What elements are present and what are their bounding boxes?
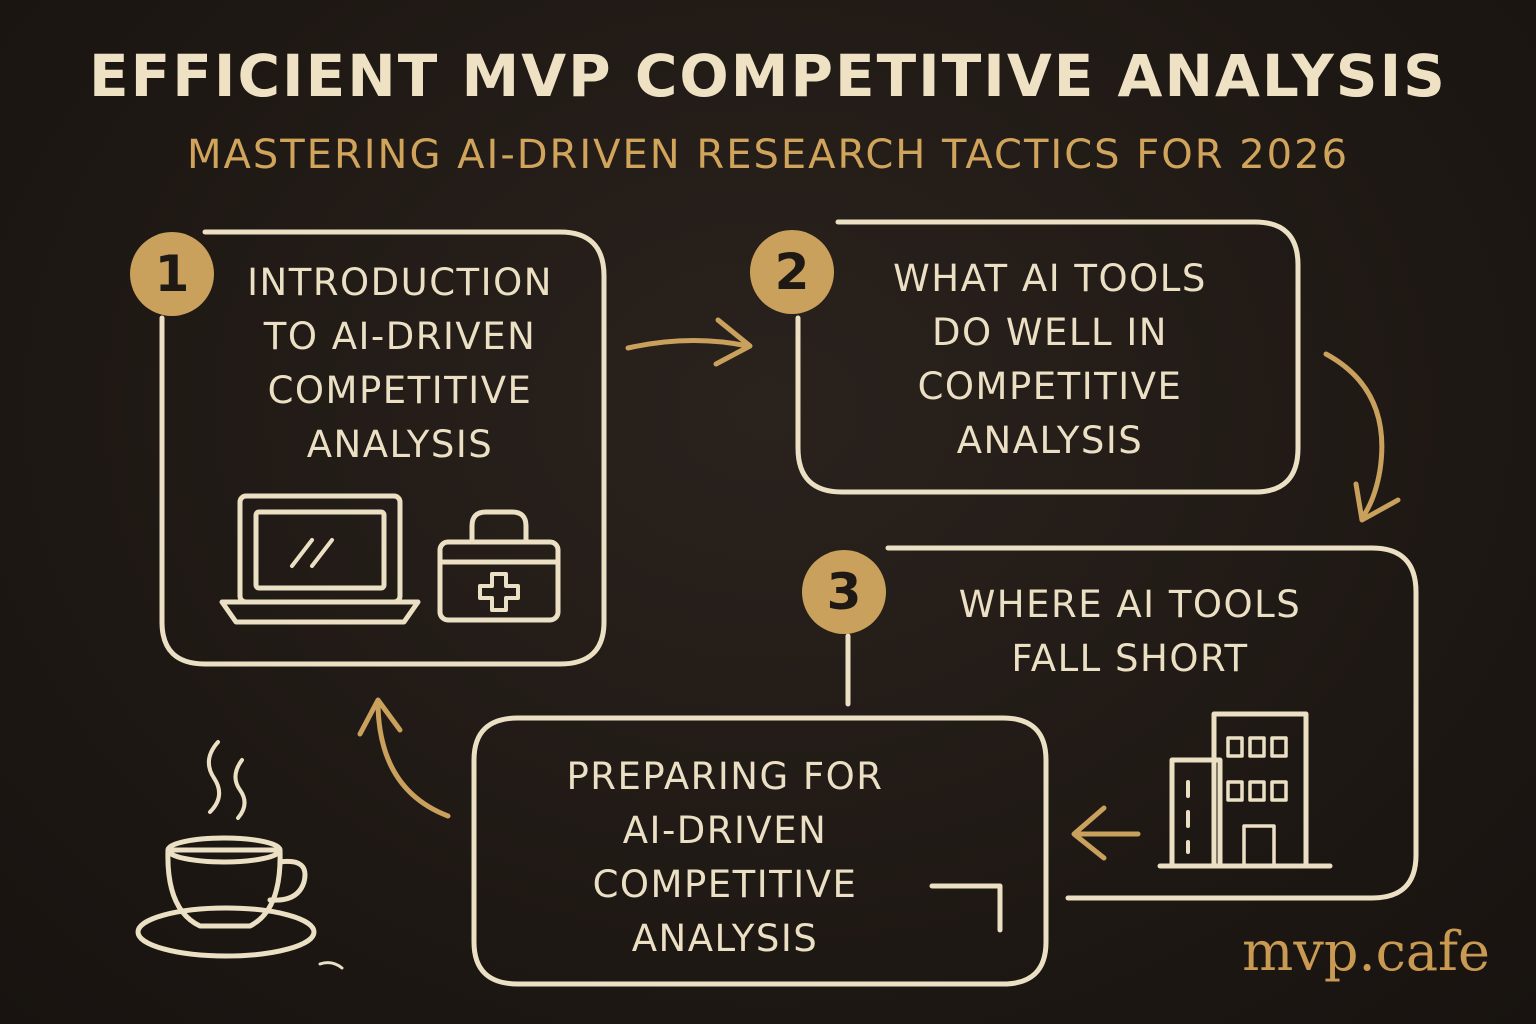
arrow-step2-to-step3 [1323, 351, 1401, 523]
step-3-line-2: FALL SHORT [1011, 637, 1249, 680]
step-1-text: INTRODUCTION TO AI-DRIVEN COMPETITIVE AN… [230, 256, 570, 472]
step-4-line-4: ANALYSIS [631, 917, 819, 960]
step-4-text: PREPARING FOR AI-DRIVEN COMPETITIVE ANAL… [500, 750, 950, 966]
step-3-line-1: WHERE AI TOOLS [958, 583, 1302, 626]
office-building-icon [1157, 711, 1333, 869]
step-1-line-2: TO AI-DRIVEN [263, 315, 537, 358]
step-1-box [159, 229, 607, 667]
step-1-line-4: ANALYSIS [306, 423, 494, 466]
step-4-line-3: COMPETITIVE [592, 863, 858, 906]
step-2-line-1: WHAT AI TOOLS [893, 257, 1207, 300]
page-title: EFFICIENT MVP COMPETITIVE ANALYSIS [89, 42, 1447, 110]
step-2-text: WHAT AI TOOLS DO WELL IN COMPETITIVE ANA… [850, 252, 1250, 468]
step-2-box [795, 219, 1301, 495]
step-3-number-badge: 3 [802, 550, 886, 634]
toolkit-icon [437, 509, 561, 623]
step-4-box [471, 715, 1049, 987]
step-3-box [885, 545, 1419, 901]
step-1-number-badge: 1 [130, 232, 214, 316]
step-1-line-3: COMPETITIVE [267, 369, 533, 412]
page-subtitle: MASTERING AI-DRIVEN RESEARCH TACTICS FOR… [186, 132, 1350, 178]
step-2-number-badge: 2 [750, 230, 834, 314]
arrow-step3-to-step4 [1071, 805, 1141, 861]
corner-bracket [929, 883, 1003, 933]
step-4-line-2: AI-DRIVEN [622, 809, 828, 852]
arrow-step4-to-step1 [357, 697, 451, 819]
step-2-line-3: COMPETITIVE [917, 365, 1183, 408]
brand-wordmark: mvp.cafe [1242, 920, 1490, 983]
step-4-line-1: PREPARING FOR [566, 755, 884, 798]
step-1-line-1: INTRODUCTION [247, 261, 553, 304]
coffee-cup-icon [135, 740, 344, 970]
step-2-line-4: ANALYSIS [956, 419, 1144, 462]
laptop-icon [219, 493, 421, 625]
step-2-line-2: DO WELL IN [932, 311, 1168, 354]
step-3-text: WHERE AI TOOLS FALL SHORT [910, 578, 1350, 686]
arrow-step1-to-step2 [625, 317, 753, 367]
